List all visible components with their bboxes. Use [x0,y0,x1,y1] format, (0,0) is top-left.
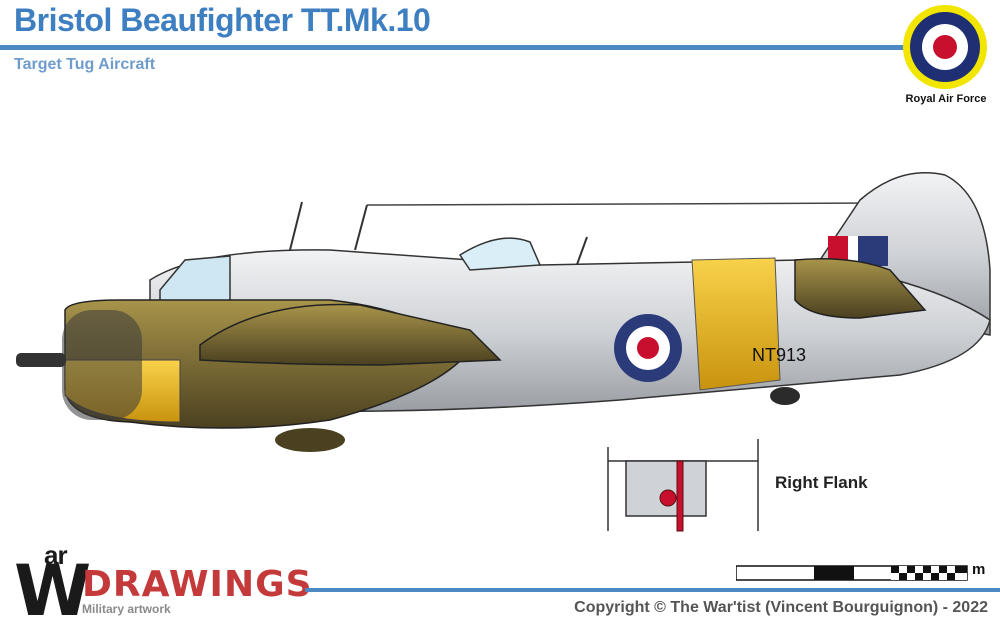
page-subtitle: Target Tug Aircraft [14,56,156,73]
serial-number: NT913 [752,345,806,365]
footer-rule [305,588,1000,592]
header-rule [0,45,905,50]
aircraft-side-view: NT913 [16,172,991,452]
logo-tagline: Military artwork [82,602,171,616]
raf-roundel-icon [902,4,988,90]
wardrawings-logo: ar W DRAWINGS Military artwork [10,540,313,626]
right-flank-detail [607,439,759,532]
scale-bar [736,565,968,581]
page-title: Bristol Beaufighter TT.Mk.10 [14,2,431,38]
copyright-text: Copyright © The War'tist (Vincent Bourgu… [574,599,988,616]
logo-ar-text: ar [44,540,68,570]
roundel-label: Royal Air Force [905,93,987,105]
scale-unit: m [972,561,986,578]
logo-drawings-text: DRAWINGS [82,564,313,605]
logo-w-letter: W [14,550,92,632]
right-flank-label: Right Flank [775,473,868,492]
